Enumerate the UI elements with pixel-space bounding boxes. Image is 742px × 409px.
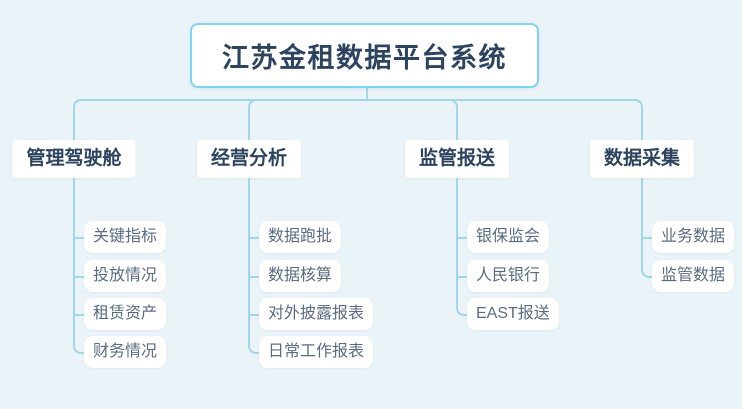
leaf-node-3-1[interactable]: 监管数据: [652, 260, 735, 292]
leaf-node-1-3[interactable]: 日常工作报表: [259, 336, 374, 368]
connector-stub-0-2: [73, 314, 84, 316]
leaf-node-0-2[interactable]: 租赁资产: [84, 298, 167, 330]
branch-node-0[interactable]: 管理驾驶舱: [12, 140, 136, 178]
leaf-node-1-2[interactable]: 对外披露报表: [259, 298, 374, 330]
connector-stub-3-0: [641, 237, 652, 239]
leaf-node-2-1[interactable]: 人民银行: [467, 260, 550, 292]
leaf-node-1-0[interactable]: 数据跑批: [259, 221, 342, 253]
connector-trunk-0: [73, 140, 84, 354]
connector-stub-0-0: [73, 237, 84, 239]
root-node[interactable]: 江苏金租数据平台系统: [190, 23, 539, 88]
leaf-node-2-0[interactable]: 银保监会: [467, 221, 550, 253]
connector-stub-2-1: [456, 276, 467, 278]
branch-node-2[interactable]: 监管报送: [404, 140, 510, 178]
leaf-node-1-1[interactable]: 数据核算: [259, 260, 342, 292]
connector-branch-1: [248, 99, 369, 140]
root-connector-stub: [366, 88, 368, 101]
branch-node-1[interactable]: 经营分析: [196, 140, 302, 178]
connector-stub-1-1: [248, 276, 259, 278]
leaf-node-0-1[interactable]: 投放情况: [84, 260, 167, 292]
leaf-node-2-2[interactable]: EAST报送: [467, 298, 559, 330]
leaf-node-0-3[interactable]: 财务情况: [84, 336, 167, 368]
leaf-node-3-0[interactable]: 业务数据: [652, 221, 735, 253]
connector-trunk-2: [456, 140, 467, 316]
connector-branch-0: [73, 99, 369, 140]
connector-trunk-3: [641, 140, 652, 278]
connector-branch-3: [367, 99, 643, 140]
connector-trunk-1: [248, 140, 259, 354]
branch-node-3[interactable]: 数据采集: [589, 140, 695, 178]
leaf-node-0-0[interactable]: 关键指标: [84, 221, 167, 253]
connector-stub-0-1: [73, 276, 84, 278]
connector-stub-1-2: [248, 314, 259, 316]
connector-stub-2-0: [456, 237, 467, 239]
connector-stub-1-0: [248, 237, 259, 239]
